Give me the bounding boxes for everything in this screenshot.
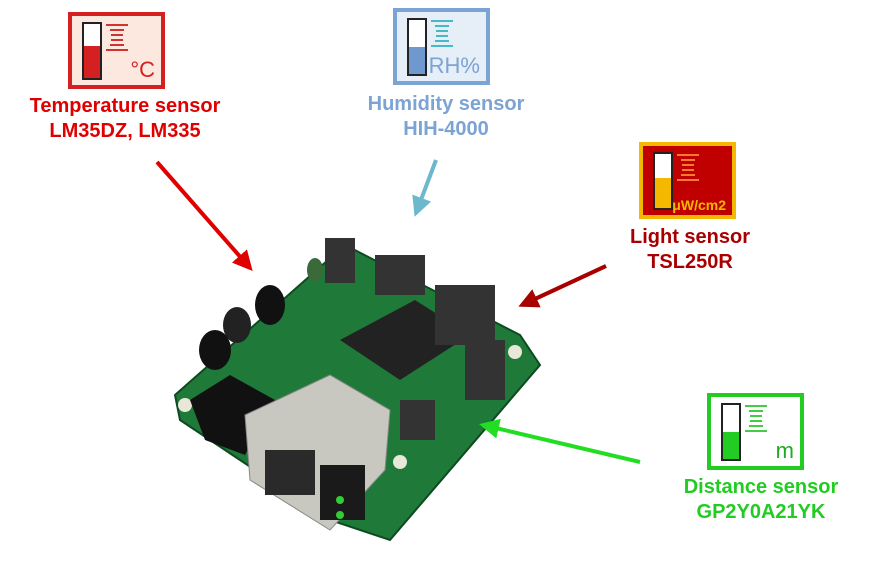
sensor-name: Temperature sensor: [29, 95, 221, 117]
distance-icon: m: [707, 393, 804, 470]
sensor-part: HIH-4000: [403, 118, 489, 140]
unit-label: μW/cm2: [672, 197, 726, 213]
scale-ticks-icon: [745, 405, 767, 435]
pin-headers: [325, 238, 505, 440]
gauge-fill: [723, 432, 739, 459]
humidity-arrow: [412, 159, 438, 217]
scale-ticks-icon: [431, 20, 453, 50]
gauge-bar: [407, 18, 427, 76]
unit-label: m: [775, 438, 794, 463]
humidity-icon: RH%: [393, 8, 490, 85]
gauge-bar: [721, 403, 741, 461]
light-arrow: [518, 264, 607, 308]
temperature-icon: °C: [68, 12, 165, 89]
gauge-bar: [82, 22, 102, 80]
sensor-part: LM35DZ, LM335: [49, 120, 201, 142]
sensor-name: Light sensor: [629, 226, 751, 248]
scale-ticks-icon: [106, 24, 128, 54]
pcb-board: [173, 238, 542, 542]
distance-arrow: [479, 418, 641, 464]
scale-ticks-icon: [677, 154, 699, 184]
gauge-fill: [409, 47, 425, 74]
gauge-bar: [653, 152, 673, 210]
light-icon: μW/cm2: [639, 142, 736, 219]
capacitors: [199, 258, 323, 370]
sensor-name: Distance sensor: [683, 476, 839, 498]
gauge-fill: [84, 45, 100, 78]
led-block: [320, 465, 365, 520]
sensor-part: TSL250R: [647, 251, 733, 273]
temperature-arrow: [155, 160, 253, 272]
sensor-name: Humidity sensor: [367, 93, 525, 115]
unit-label: °C: [130, 57, 155, 82]
gauge-fill: [655, 178, 671, 208]
unit-label: RH%: [428, 53, 480, 78]
sensor-part: GP2Y0A21YK: [696, 501, 826, 523]
